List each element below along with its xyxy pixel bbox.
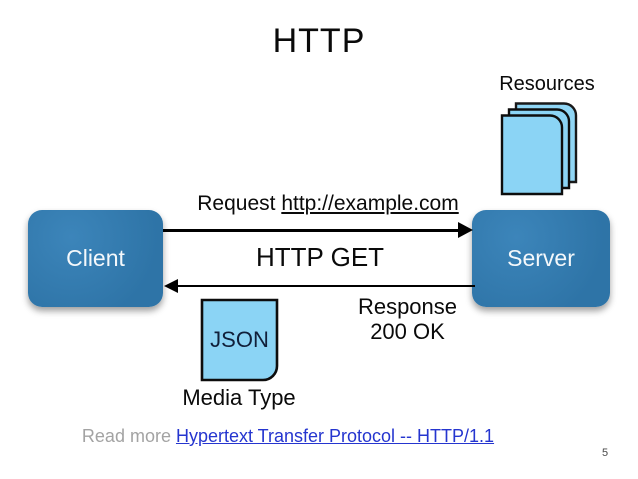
json-label: JSON (210, 327, 269, 352)
response-label: Response 200 OK (330, 294, 485, 344)
read-more-text: Read more (81, 426, 176, 446)
stacked-pages-icon (500, 102, 578, 196)
media-type-label: Media Type (182, 385, 296, 410)
request-label: Request http://example.com (158, 192, 498, 216)
request-arrow-line (163, 229, 460, 232)
response-line1: Response (357, 294, 458, 319)
json-media-type-icon: JSON (200, 298, 281, 391)
server-label: Server (507, 245, 575, 271)
client-box: Client (28, 210, 163, 307)
footer: Read more Hypertext Transfer Protocol --… (0, 426, 576, 447)
page-number: 5 (601, 447, 609, 459)
request-url: http://example.com (281, 192, 459, 215)
response-line2: 200 OK (370, 318, 445, 344)
response-arrow-line (178, 285, 475, 287)
resources-label: Resources (499, 73, 595, 95)
http-get-label: HTTP GET (255, 242, 385, 272)
response-arrowhead-icon (164, 279, 178, 293)
http-spec-link[interactable]: Hypertext Transfer Protocol -- HTTP/1.1 (175, 426, 495, 446)
resources-stack-icon (499, 100, 593, 203)
server-box: Server (472, 210, 610, 307)
json-page-icon (200, 298, 279, 382)
client-label: Client (66, 245, 125, 271)
request-arrowhead-icon (458, 222, 473, 238)
request-prefix: Request (197, 192, 282, 215)
slide-title: HTTP (272, 22, 366, 60)
